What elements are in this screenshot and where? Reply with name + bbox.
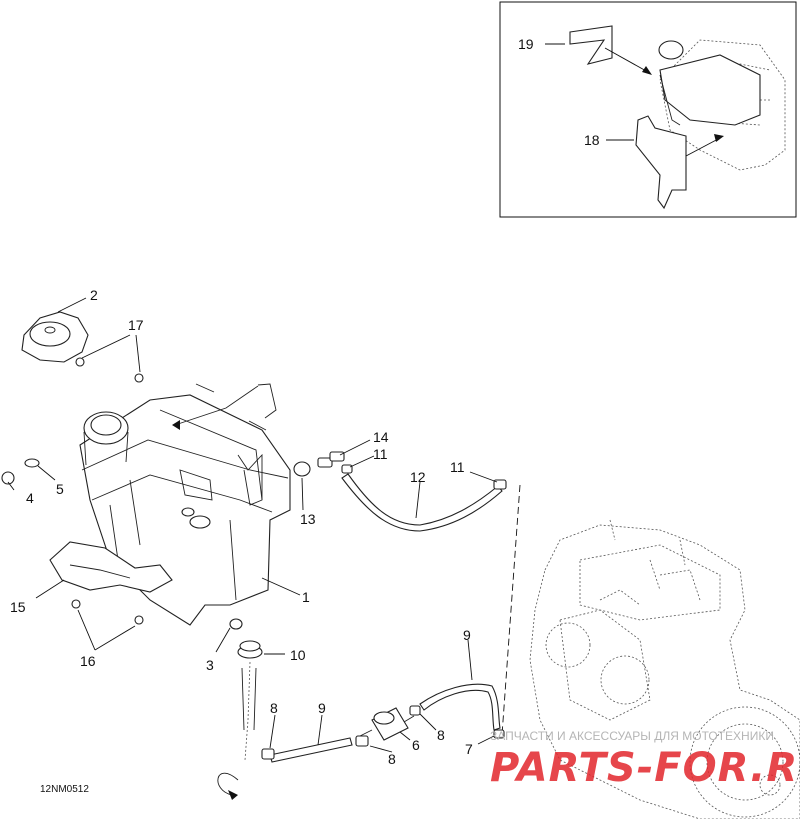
washer-5 [24,458,40,468]
leader-lines [7,297,498,753]
callout-6: 6 [412,737,420,753]
callout-11b: 11 [450,459,465,475]
oil-hose-9a [269,737,353,763]
decal-19 [569,25,613,65]
callout-2: 2 [90,287,98,303]
screw-16a [71,599,81,609]
callout-9b: 9 [463,627,471,643]
clamp-8c [409,705,421,716]
callout-10: 10 [290,647,306,663]
callout-13: 13 [300,511,316,527]
vent-hose-12 [341,473,503,532]
figure-code: 12NM0512 [40,784,89,795]
callout-16: 16 [80,653,96,669]
nut-17a [75,357,85,367]
nut-17b [134,373,144,383]
inset-oil-tank [658,40,761,126]
screw-16b [134,615,144,625]
callout-14: 14 [373,429,389,445]
grommet-3 [229,618,243,630]
callout-5: 5 [56,481,64,497]
clamp-8b [355,735,369,747]
clamp-8a [261,748,275,760]
callout-1: 1 [302,589,310,605]
filler-cap-2 [21,311,89,363]
callout-17: 17 [128,317,144,333]
inset-panel: 19 18 [499,1,797,218]
callout-8a: 8 [270,700,278,716]
callout-18: 18 [584,132,600,148]
callout-8b: 8 [388,751,396,767]
callout-7: 7 [465,741,473,757]
oil-filter-6 [359,707,415,741]
watermark-tagline: ЗАПЧАСТИ И АКСЕССУАРЫ ДЛЯ МОТОТЕХНИКИ [490,729,774,743]
watermark-brand: PARTS-FOR.RU [490,745,800,791]
fitting-7 [493,729,505,739]
heat-shield-18 [635,115,687,210]
callout-15: 15 [10,599,26,615]
callout-19: 19 [518,36,534,52]
callout-4: 4 [26,490,34,506]
clamp-11a [341,464,353,474]
engine-outline [529,519,800,819]
callout-9a: 9 [318,700,326,716]
clamp-11b [493,479,507,490]
grommet-13 [293,461,311,477]
oil-hose-9b [419,683,501,731]
fitting-14 [317,451,345,468]
callout-11a: 11 [373,446,388,462]
grommet-10 [237,640,263,659]
screw-4 [1,471,15,485]
callout-3: 3 [206,657,214,673]
callout-12: 12 [410,469,426,485]
oil-tank-1 [79,383,291,626]
callout-8c: 8 [437,727,445,743]
watermark: ЗАПЧАСТИ И АКСЕССУАРЫ ДЛЯ МОТОТЕХНИКИ PA… [490,729,800,791]
heat-shield-15 [49,541,173,593]
